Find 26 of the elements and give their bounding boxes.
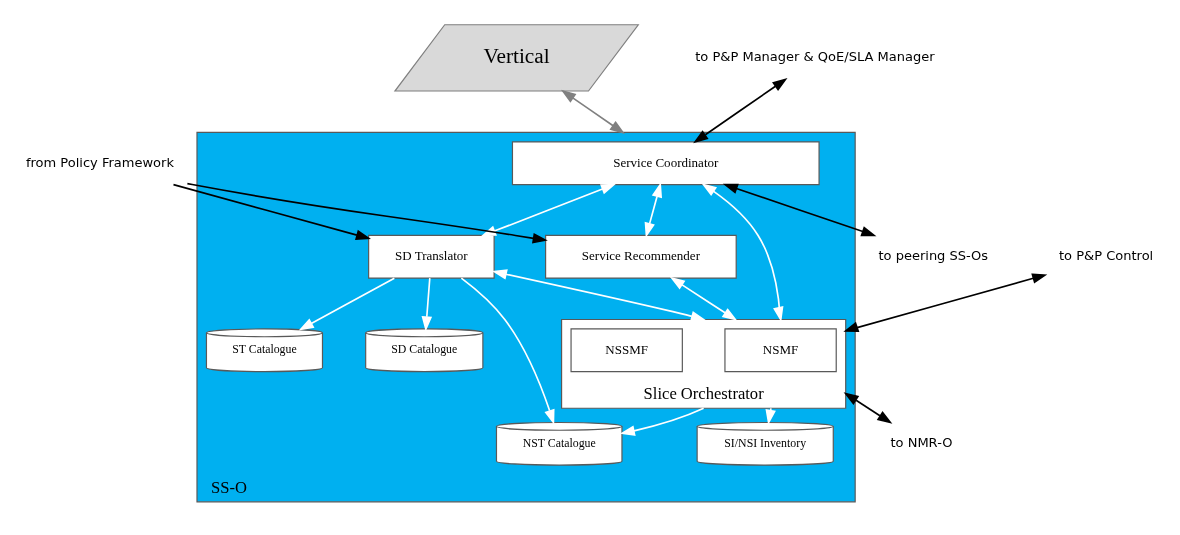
node-box: NSMF <box>724 327 837 372</box>
arrow <box>722 183 877 236</box>
arrow <box>701 182 784 322</box>
arrow <box>843 391 893 424</box>
node-text: to P&P Control <box>1059 247 1154 263</box>
arrow <box>843 272 1048 332</box>
arrow <box>298 276 396 330</box>
arrow <box>669 276 738 321</box>
node-text: to P&P Manager & QoE/SLA Manager <box>695 48 935 64</box>
node-box: Service Recommender <box>545 234 737 279</box>
arrow <box>644 181 663 238</box>
arrow <box>421 276 433 331</box>
node-box: NSSMF <box>570 327 683 372</box>
arrow <box>172 183 372 240</box>
arrow <box>619 406 705 436</box>
arrow <box>460 276 555 425</box>
arrow <box>186 182 548 243</box>
arrow <box>560 89 625 134</box>
arrow <box>765 406 776 425</box>
arrow <box>491 268 707 321</box>
node-text: to peering SS-Os <box>878 247 989 263</box>
node-box: SD Translator <box>368 234 495 279</box>
node-box: Service Coordinator <box>511 140 820 185</box>
node-text: to NMR-O <box>890 434 953 450</box>
arrow <box>693 77 788 143</box>
node-text: from Policy Framework <box>25 154 174 170</box>
